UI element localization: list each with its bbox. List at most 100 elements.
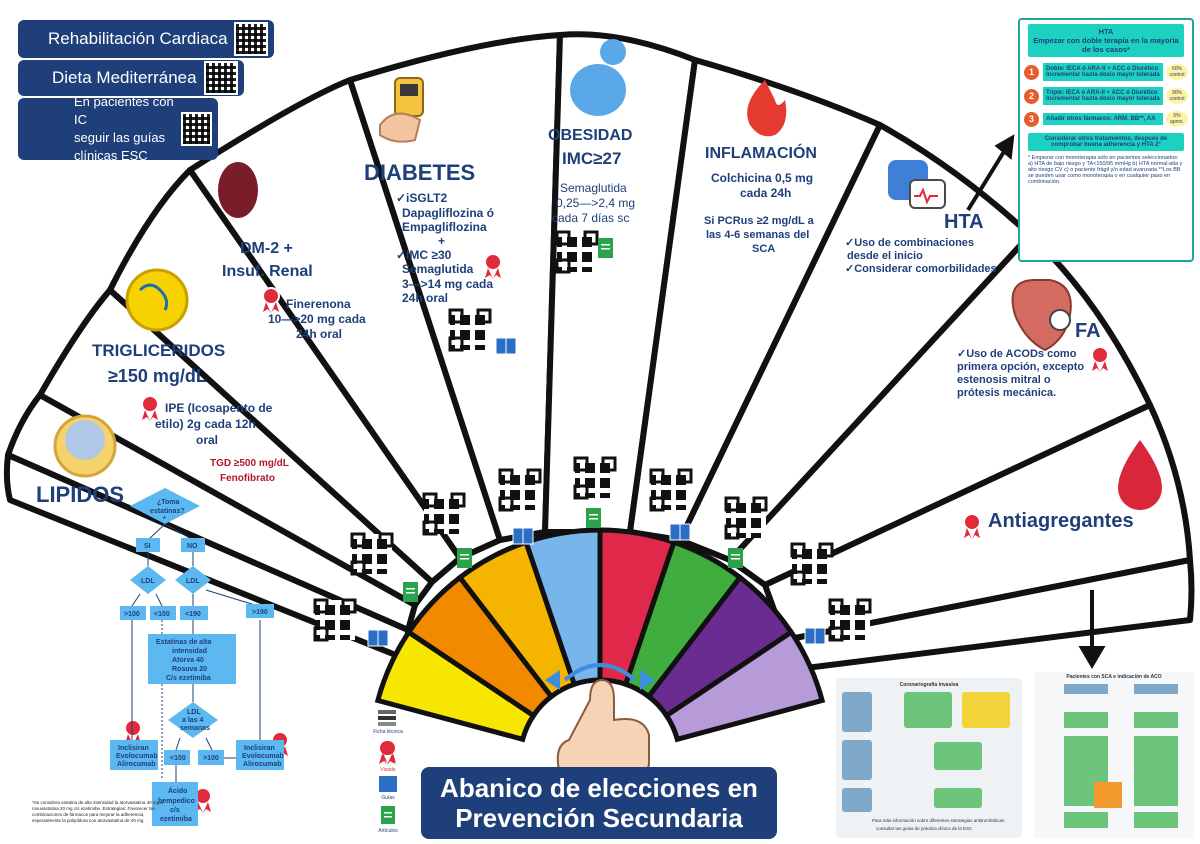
- fat-cells-icon: [125, 268, 189, 332]
- hta-step-1-number: 1: [1024, 64, 1039, 80]
- fa-line1: ✓Uso de ACODs como: [957, 348, 1077, 360]
- diabetes-line4: ✓IMC ≥30: [396, 248, 452, 262]
- blood-pressure-icon: [888, 160, 946, 209]
- qr-code-icon: [350, 532, 394, 576]
- hta-step-1: 1 Doble: IECA ó ARA-II + ACC ó Diurético…: [1024, 63, 1188, 81]
- sca-flow-graphic: [842, 692, 1016, 812]
- aco-panel: Pacientes con SCA e indicación de ACO: [1034, 672, 1194, 838]
- inflamacion-line5: SCA: [752, 243, 775, 255]
- flow-statin2: intensidad: [172, 648, 207, 655]
- rainbow-wedge: [663, 628, 826, 743]
- hta-consider: Considerar otros tratamientos, después d…: [1028, 133, 1184, 151]
- hta-step-3-text: Añadir otros fármacos: ARM, BB**, AA: [1043, 113, 1163, 125]
- flow-si-text: SI: [144, 543, 151, 550]
- qr-code-icon: [555, 230, 599, 274]
- guide-book-icon: [367, 629, 389, 647]
- diabetes-line7: 24h oral: [402, 291, 448, 305]
- aco-panel-title: Pacientes con SCA e indicación de ACO: [1066, 674, 1162, 680]
- article-doc-icon: [728, 548, 743, 568]
- hta-step-3-number: 3: [1024, 111, 1039, 127]
- qr-code-icon: [573, 456, 617, 500]
- dm2-title1: DM-2 +: [240, 240, 293, 257]
- flow-ldl2: LDL: [186, 578, 200, 585]
- ic-pill: En pacientes con IC seguir las guías clí…: [18, 94, 218, 163]
- fa-line4: prótesis mecánica.: [957, 387, 1056, 399]
- inflamacion-line4: las 4-6 semanas del: [706, 229, 809, 241]
- trig-title1: TRIGLICERIDOS: [92, 341, 225, 360]
- flow-ali1: Alirocumab: [117, 761, 156, 768]
- article-doc-icon: [586, 508, 601, 528]
- article-doc-icon: [598, 238, 613, 258]
- blade-lower-left: [3, 452, 411, 663]
- rehab-pill: Rehabilitación Cardiaca: [18, 20, 274, 58]
- ic-line1: En pacientes con IC: [74, 94, 174, 127]
- qr-code-icon: [828, 598, 872, 642]
- flow-evo1: Evolocumab: [116, 753, 158, 760]
- hta-line2: desde el inicio: [847, 250, 923, 262]
- heart-icon: [1011, 279, 1072, 352]
- diet-label: Dieta Mediterránea: [52, 68, 197, 87]
- flow-lt100b-text: <100: [170, 755, 186, 762]
- inflamacion-line2: cada 24h: [740, 186, 791, 200]
- inflamacion-title: INFLAMACIÓN: [705, 143, 817, 162]
- rehab-qr-icon: [234, 22, 268, 56]
- article-doc-icon: [457, 548, 472, 568]
- obesidad-line2: 0,25—>2,4 mg: [556, 196, 635, 210]
- flow-acido1: Ácido: [168, 786, 187, 795]
- legend-articulos: Artículos: [378, 828, 398, 834]
- flow-ldl4a: LDL: [187, 709, 201, 716]
- qr-code-icon: [724, 496, 768, 540]
- flow-acido2: bempedico: [158, 798, 195, 805]
- flow-statin5: C/s ezetimiba: [166, 675, 211, 682]
- obese-person-icon: [570, 39, 626, 116]
- flow-gt100b-text: >100: [203, 755, 219, 762]
- blade-inflamacion: [627, 57, 883, 543]
- flow-ali2: Alirocumab: [243, 761, 282, 768]
- flow-gt100b: [198, 750, 224, 765]
- guide-book-icon: [495, 337, 517, 355]
- guide-book-icon: [804, 627, 826, 645]
- flow-gt100-text: >100: [124, 611, 140, 618]
- diabetes-line3: Empagliflozina: [402, 220, 487, 234]
- flow-lt100-text: <100: [154, 611, 170, 618]
- lipidos-title: LIPIDOS: [36, 482, 124, 507]
- flow-acido4: ezetimiba: [160, 816, 192, 823]
- ic-qr-icon: [180, 112, 212, 146]
- obesidad-line1: Semaglutida: [560, 181, 627, 195]
- flow-no-text: NO: [187, 543, 198, 550]
- legend-articulos-icon: [381, 806, 395, 824]
- section-texts: LIPIDOS TRIGLICERIDOS ≥150 mg/dL IPE (Ic…: [36, 127, 1134, 532]
- hta-step-2-text: Triple: IECA ó ARA-II + ACC ó Diurético …: [1043, 87, 1163, 105]
- qr-code-icon: [649, 468, 693, 512]
- flow-gt190: [246, 604, 274, 618]
- rehab-label: Rehabilitación Cardiaca: [48, 29, 228, 48]
- flow-gt190-text: >190: [252, 609, 268, 616]
- article-doc-icon: [403, 582, 418, 602]
- sca-panel: Coronariografía invasiva Para más inform…: [836, 678, 1022, 838]
- flow-inc2: Inclisiran: [244, 745, 275, 752]
- guide-book-icon: [512, 527, 534, 545]
- kidney-icon: [218, 162, 258, 218]
- glucometer-icon: [379, 77, 424, 143]
- ribbon-award-icon: [1091, 346, 1109, 372]
- qr-icons: [313, 230, 872, 642]
- qr-code-icon: [790, 542, 834, 586]
- arrow-hta-head: [994, 134, 1015, 160]
- flow-si: [136, 538, 160, 552]
- flow-lt190-text: <190: [185, 611, 201, 618]
- trig-title2: ≥150 mg/dL: [108, 366, 207, 386]
- hta-panel-header1: HTA: [1098, 27, 1114, 36]
- flow-ldl4b: a las 4: [182, 717, 204, 724]
- obesidad-title1: OBESIDAD: [548, 127, 632, 144]
- guide-book-icon: [669, 523, 691, 541]
- flow-no: [181, 538, 205, 552]
- sca-panel-title: Coronariografía invasiva: [899, 682, 959, 688]
- legend-guias: Guías: [381, 795, 395, 801]
- hta-step-2-number: 2: [1024, 88, 1039, 104]
- sca-more1: Para más información sobre diferentes es…: [872, 818, 1005, 823]
- flow-gt100: [120, 606, 146, 620]
- ribbon-award-icon: [963, 513, 981, 539]
- blade-lower-right: [782, 557, 1195, 673]
- dm2-title2: Insuf. Renal: [222, 263, 313, 280]
